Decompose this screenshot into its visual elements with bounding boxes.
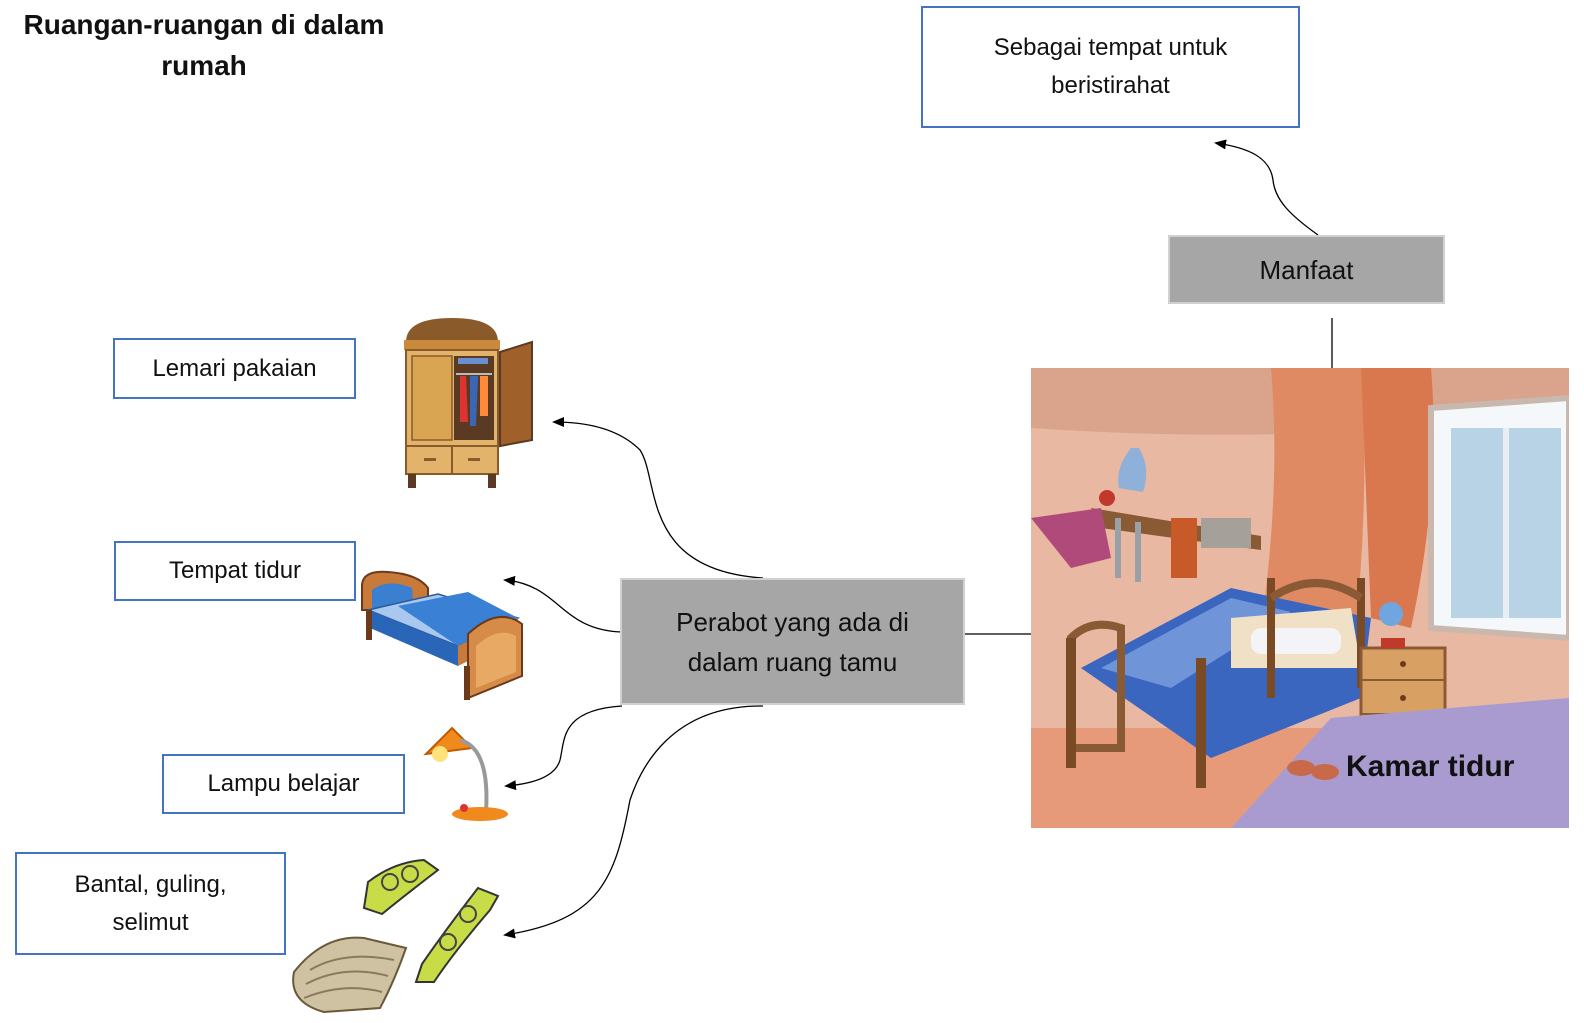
room-caption: Kamar tidur [1346, 750, 1515, 783]
benefit-description-box: Sebagai tempat untuk beristirahat [921, 6, 1300, 128]
furniture-label-wardrobe: Lemari pakaian [113, 338, 356, 399]
benefit-node: Manfaat [1168, 235, 1445, 304]
furniture-label-bed: Tempat tidur [114, 541, 356, 601]
benefit-description-text: Sebagai tempat untuk beristirahat [993, 34, 1228, 99]
arrow-to-benefit [1214, 139, 1319, 236]
furniture-label-text: Lampu belajar [207, 770, 360, 797]
bedroom-illustration [1031, 368, 1569, 828]
pillow-bolster-blanket-icon [292, 858, 500, 1014]
furniture-label-pillows: Bantal, guling, selimut [15, 852, 286, 955]
arrow-to-lamp [504, 705, 623, 791]
benefit-node-label: Manfaat [1259, 254, 1354, 285]
wardrobe-icon [404, 318, 533, 488]
furniture-label-lamp: Lampu belajar [162, 754, 405, 814]
bed-icon [361, 570, 523, 700]
center-node: Perabot yang ada di dalam ruang tamu [620, 578, 965, 705]
arrow-to-pillows [503, 705, 764, 939]
arrow-to-bed [503, 575, 623, 633]
desk-lamp-icon [423, 726, 508, 821]
furniture-label-text: Bantal, guling, selimut [74, 870, 227, 936]
furniture-label-text: Lemari pakaian [152, 354, 317, 382]
furniture-label-text: Tempat tidur [168, 557, 302, 584]
arrow-to-wardrobe [552, 417, 764, 579]
page-title: Ruangan-ruangan di dalam rumah [23, 9, 385, 81]
center-node-label: Perabot yang ada di dalam ruang tamu [676, 606, 909, 677]
